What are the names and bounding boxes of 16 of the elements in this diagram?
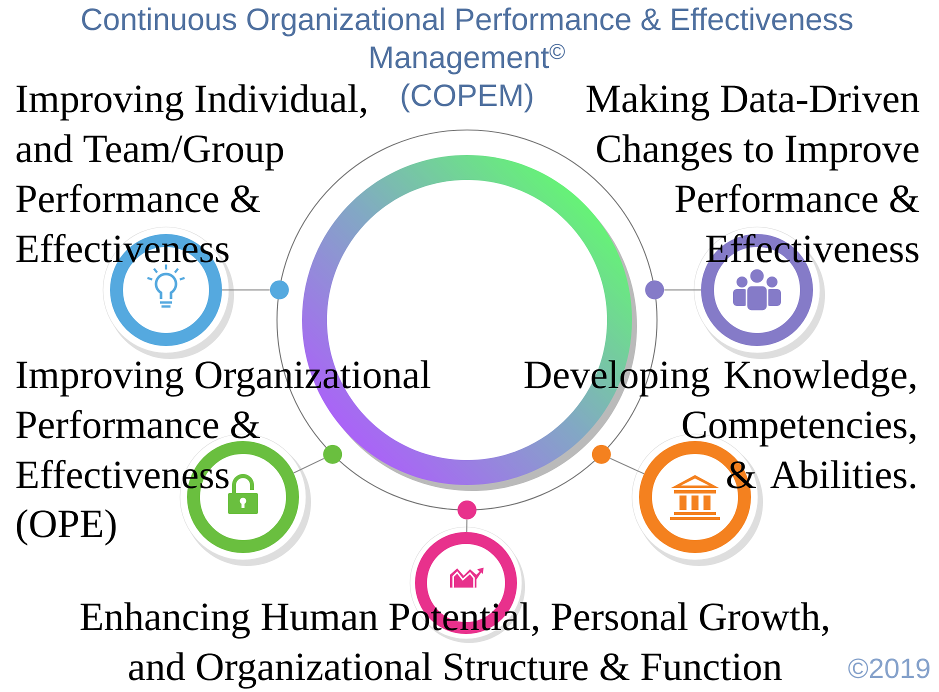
connector-line: [222, 289, 270, 290]
dot: [592, 444, 611, 464]
connector-line: [293, 458, 324, 474]
copyright-note: ©2019: [848, 658, 930, 678]
connector-line: [664, 289, 701, 290]
dot: [270, 280, 289, 300]
topic-text: Developing Knowledge, Competencies, & Abilities.: [524, 360, 916, 489]
dot: [645, 280, 664, 300]
topic-text: Making Data-Driven Changes to Improve Performance & Effectiveness: [586, 84, 920, 262]
dot: [458, 500, 476, 520]
title: Continuous Organizational Performance & Effectiveness Management$^{©}$: [82, 8, 852, 74]
connector-line: [466, 520, 468, 532]
topic-text: (OPE): [16, 509, 116, 546]
acronym-text: (COPEM): [402, 84, 532, 112]
dot: [323, 444, 342, 464]
connector-line: [610, 458, 644, 474]
